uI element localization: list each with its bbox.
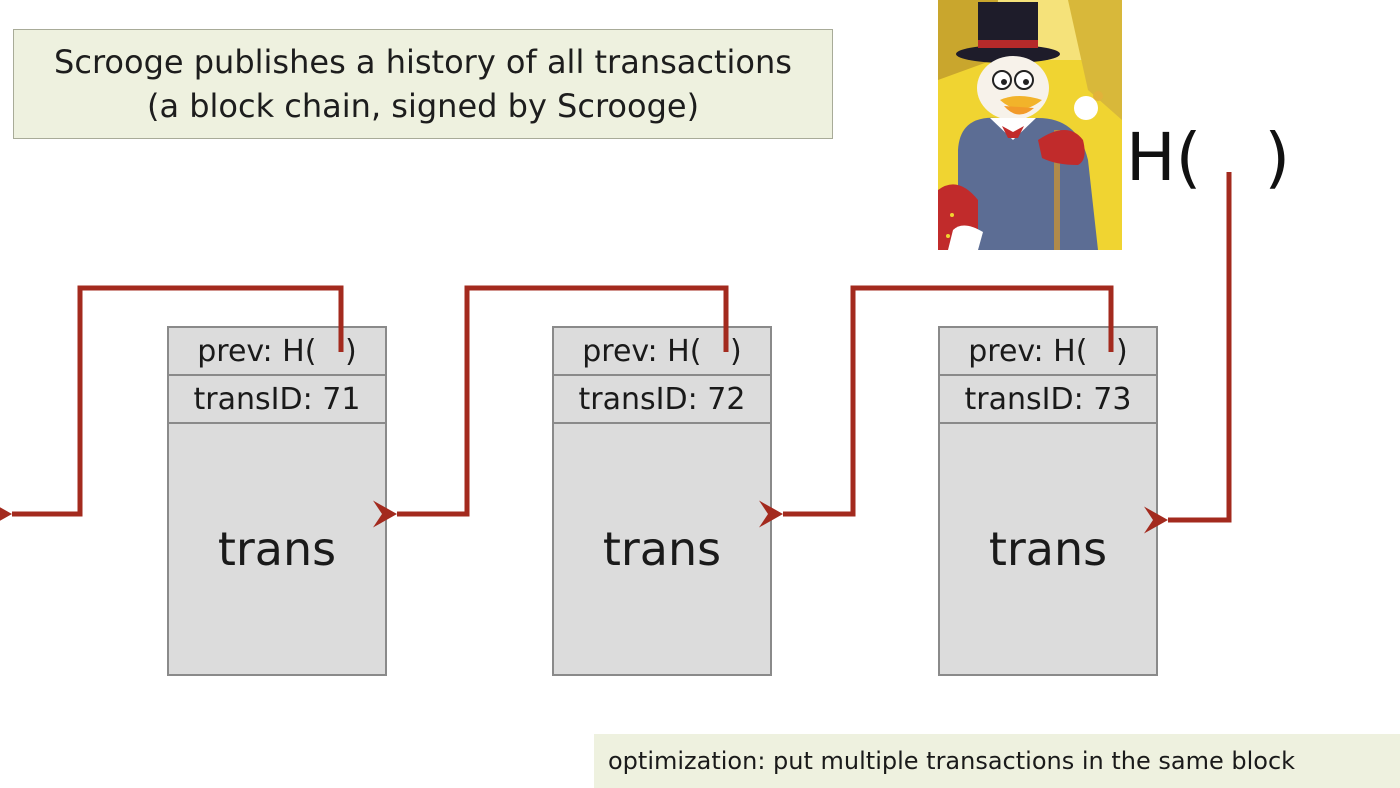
block-prev-hash: prev: H( ) <box>554 328 770 376</box>
optimization-note-text: optimization: put multiple transactions … <box>608 747 1296 775</box>
block-prev-hash: prev: H( ) <box>169 328 385 376</box>
title-line-2: (a block chain, signed by Scrooge) <box>146 87 700 125</box>
block-trans-body: trans <box>988 522 1108 576</box>
arrow-from-head <box>1144 172 1232 534</box>
block-trans-id: transID: 71 <box>169 376 385 424</box>
title-line-1: Scrooge publishes a history of all trans… <box>54 43 792 81</box>
scrooge-portrait <box>938 0 1122 250</box>
title-box: Scrooge publishes a history of all trans… <box>13 29 833 139</box>
scrooge-illustration <box>938 0 1122 250</box>
optimization-note: optimization: put multiple transactions … <box>594 734 1400 788</box>
block-trans-id: transID: 72 <box>554 376 770 424</box>
block-trans-id: transID: 73 <box>940 376 1156 424</box>
block-73: prev: H( ) transID: 73 trans <box>938 326 1158 676</box>
block-72: prev: H( ) transID: 72 trans <box>552 326 772 676</box>
block-prev-hash: prev: H( ) <box>940 328 1156 376</box>
block-trans-body: trans <box>217 522 337 576</box>
block-71: prev: H( ) transID: 71 trans <box>167 326 387 676</box>
head-hash-pointer: H( ) <box>1126 119 1291 196</box>
block-trans-body: trans <box>602 522 722 576</box>
